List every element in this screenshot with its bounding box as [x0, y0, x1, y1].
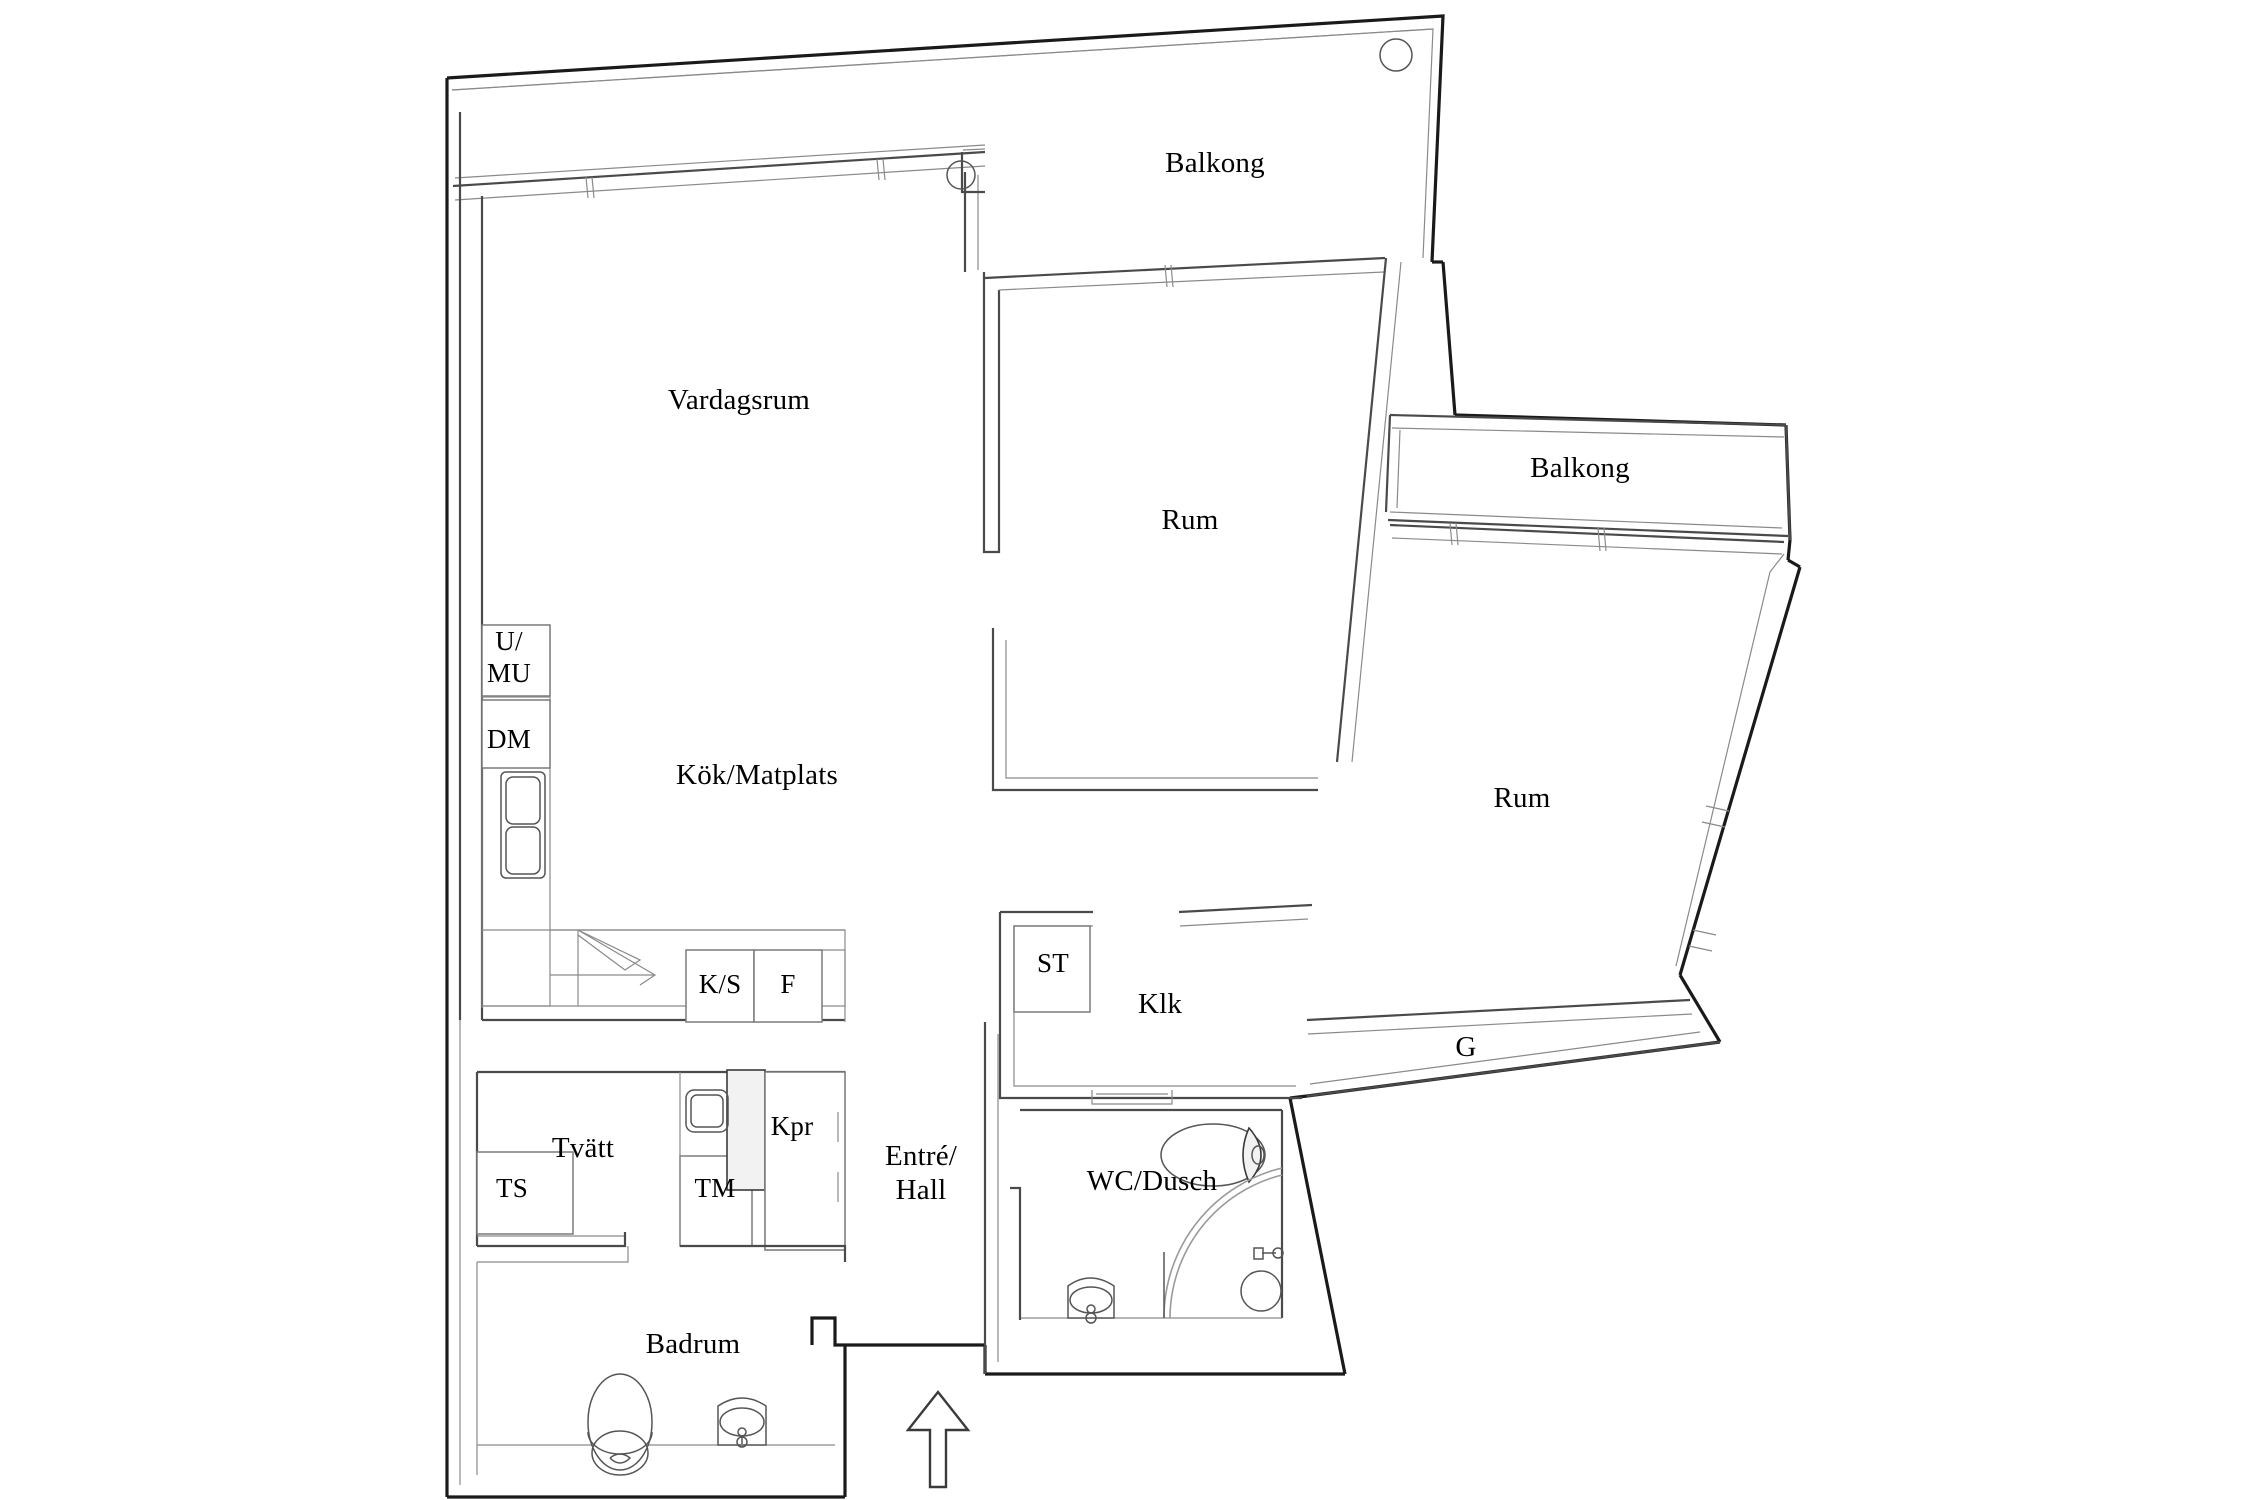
laundry-sink [685, 1089, 729, 1133]
toilet-badrum [587, 1373, 653, 1476]
balcony-top [451, 28, 1434, 272]
room-label-balkong-top: Balkong [1165, 146, 1265, 179]
outer-walls [445, 14, 1802, 1499]
bathroom-badrum [476, 1262, 835, 1476]
room-label-tvatt: Tvätt [551, 1131, 615, 1164]
entre-hall [905, 1022, 999, 1489]
washbasin-wc [1067, 1277, 1115, 1324]
appliance-box-dm [481, 699, 551, 769]
fixture-label-umu: U/ MU [487, 626, 531, 688]
entrance-arrow-icon [905, 1390, 971, 1489]
fixture-label-dm: DM [487, 724, 531, 755]
room-label-kok-matplats: Kök/Matplats [676, 758, 838, 791]
fixture-label-kpr: Kpr [770, 1111, 814, 1142]
appliance-box-ts [476, 1151, 574, 1235]
room-label-badrum: Badrum [645, 1327, 741, 1360]
appliance-box-ks [685, 949, 755, 1023]
room-right [1306, 522, 1785, 1035]
wc-dusch [1010, 1108, 1284, 1324]
balcony-right [1384, 413, 1792, 541]
kitchen-walls [458, 112, 845, 1022]
room-label-g: G [1455, 1030, 1477, 1063]
fixture-label-f: F [780, 969, 796, 1000]
appliance-box-f [753, 949, 823, 1023]
cupboard-kpr [764, 1071, 846, 1251]
fixture-label-ks: K/S [698, 969, 742, 1000]
room-label-rum-right: Rum [1493, 781, 1551, 814]
room-middle [982, 256, 1402, 792]
washbasin-badrum [717, 1397, 767, 1448]
room-label-klk: Klk [1137, 987, 1183, 1020]
room-label-entre-hall: Entré/ Hall [884, 1139, 958, 1206]
kitchen-counter [481, 624, 846, 1023]
room-label-wc-dusch: WC/Dusch [1086, 1164, 1218, 1197]
shower-door-swing [1163, 1167, 1283, 1319]
kitchen-sink [500, 771, 546, 879]
living-room-window-wall [452, 144, 986, 201]
corridor-g [1306, 1031, 1721, 1098]
fixture-label-ts: TS [496, 1173, 528, 1204]
laundry-room [475, 1069, 847, 1263]
room-label-rum-mid: Rum [1161, 503, 1219, 536]
toilet-wc [1160, 1123, 1266, 1187]
washer-door [726, 1069, 766, 1191]
room-label-balkong-right: Balkong [1530, 451, 1630, 484]
fixture-label-tm: TM [694, 1173, 736, 1204]
walkin-closet-klk [998, 903, 1313, 1105]
room-label-vardagsrum: Vardagsrum [667, 383, 811, 416]
kitchen-corner-cabinet [550, 929, 657, 1006]
fixture-label-st: ST [1037, 948, 1069, 979]
appliance-box-umu [481, 624, 551, 697]
